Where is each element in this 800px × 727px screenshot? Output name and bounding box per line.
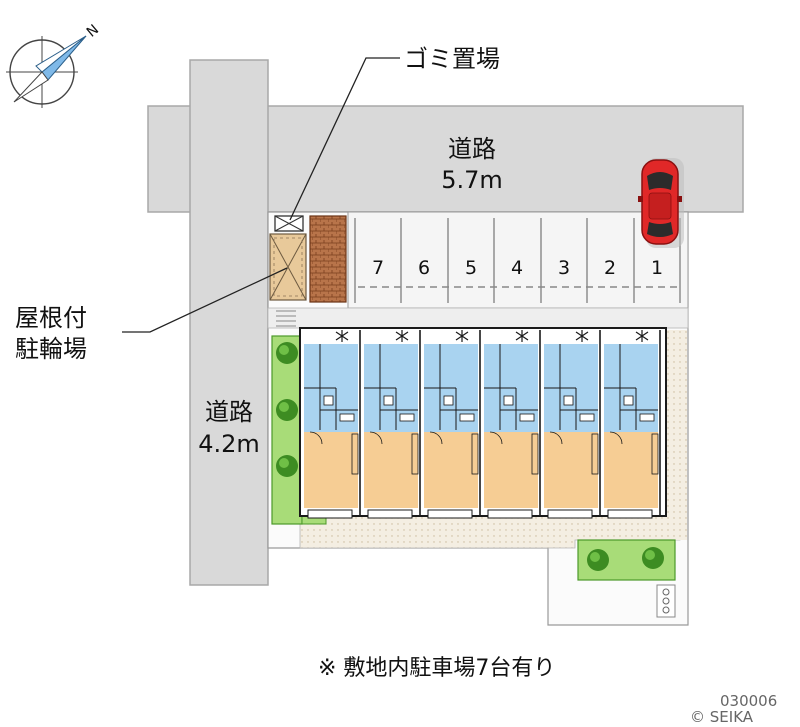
tree-icon [642, 547, 664, 569]
parked-car-icon [638, 158, 684, 248]
tree-icon [587, 549, 609, 571]
stall-number: 7 [372, 257, 384, 279]
tree-icon [276, 342, 298, 364]
unit-balcony [307, 509, 353, 519]
unit-fixture [503, 395, 514, 406]
unit-kitchen [519, 413, 535, 422]
bicycle-parking-label: 屋根付 [15, 304, 87, 332]
unit-balcony [547, 509, 593, 519]
unit-entrance [335, 330, 349, 342]
unit-entrance [455, 330, 469, 342]
garbage-area [274, 215, 304, 232]
unit-partitions [604, 344, 658, 430]
north-label: N [84, 22, 102, 41]
garbage-area-label: ゴミ置場 [404, 45, 500, 73]
unit-fixture [443, 395, 454, 406]
stall-number: 2 [604, 257, 616, 279]
unit-fixture [623, 395, 634, 406]
unit-closet [591, 433, 599, 475]
unit-door-swing [489, 431, 503, 445]
unit-fixture [323, 395, 334, 406]
unit-partitions [364, 344, 418, 430]
unit-balcony [487, 509, 533, 519]
apartment-building [299, 327, 667, 519]
unit-entrance [635, 330, 649, 342]
stall-number: 5 [465, 257, 477, 279]
property-code: 030006 [720, 692, 777, 710]
copyright-notice: © SEIKA [690, 708, 754, 726]
main-road-name: 道路 [448, 135, 496, 163]
unit-partitions [304, 344, 358, 430]
unit-entrance [515, 330, 529, 342]
unit-main-room [604, 432, 658, 508]
unit-closet [651, 433, 659, 475]
unit-partitions [544, 344, 598, 430]
parking-lot [347, 211, 689, 309]
entrance-steps [276, 310, 296, 327]
unit-closet [411, 433, 419, 475]
unit-entrance [395, 330, 409, 342]
unit-entrance [575, 330, 589, 342]
unit-closet [471, 433, 479, 475]
parking-footnote: ※ 敷地内駐車場7台有り [318, 656, 555, 681]
unit-main-room [424, 432, 478, 508]
unit-partitions [424, 344, 478, 430]
unit-door-swing [609, 431, 623, 445]
unit-main-room [484, 432, 538, 508]
unit-kitchen [579, 413, 595, 422]
side-road-width: 4.2m [198, 430, 260, 458]
unit-main-room [544, 432, 598, 508]
unit-balcony [607, 509, 653, 519]
parking-stalls: 7 6 5 4 3 2 1 [354, 218, 681, 303]
stall-number: 6 [418, 257, 430, 279]
unit-door-swing [309, 431, 323, 445]
unit-closet [531, 433, 539, 475]
unit-kitchen [459, 413, 475, 422]
lawn-strip [271, 335, 327, 525]
bicycle-parking-area [269, 233, 307, 301]
unit-kitchen [399, 413, 415, 422]
road-network [147, 59, 744, 586]
brick-wall [309, 215, 347, 303]
unit-door-swing [429, 431, 443, 445]
unit-balcony [367, 509, 413, 519]
unit-fixture [383, 395, 394, 406]
garbage-area-leader [289, 57, 400, 221]
lawn-patch [577, 539, 676, 581]
stall-number: 3 [558, 257, 570, 279]
tree-icon [276, 399, 298, 421]
leader-lines [122, 57, 400, 333]
side-road-name: 道路 [205, 398, 253, 426]
tree-icon [276, 455, 298, 477]
utility-meters [656, 584, 676, 618]
entrance-walkway [267, 307, 689, 329]
unit-door-swing [369, 431, 383, 445]
apartment-units [304, 330, 661, 519]
unit-main-room [364, 432, 418, 508]
stall-number: 1 [651, 257, 663, 279]
main-road-width: 5.7m [441, 166, 503, 194]
unit-closet [351, 433, 359, 475]
unit-fixture [563, 395, 574, 406]
bicycle-parking-label: 駐輪場 [15, 335, 87, 363]
east-sidewalk [665, 330, 687, 540]
unit-door-swing [549, 431, 563, 445]
stall-number: 4 [511, 257, 523, 279]
unit-kitchen [639, 413, 655, 422]
unit-main-room [304, 432, 358, 508]
unit-balcony [427, 509, 473, 519]
unit-kitchen [339, 413, 355, 422]
bicycle-parking-leader [122, 267, 288, 333]
unit-partitions [484, 344, 538, 430]
compass-rose-icon: N [6, 22, 102, 108]
